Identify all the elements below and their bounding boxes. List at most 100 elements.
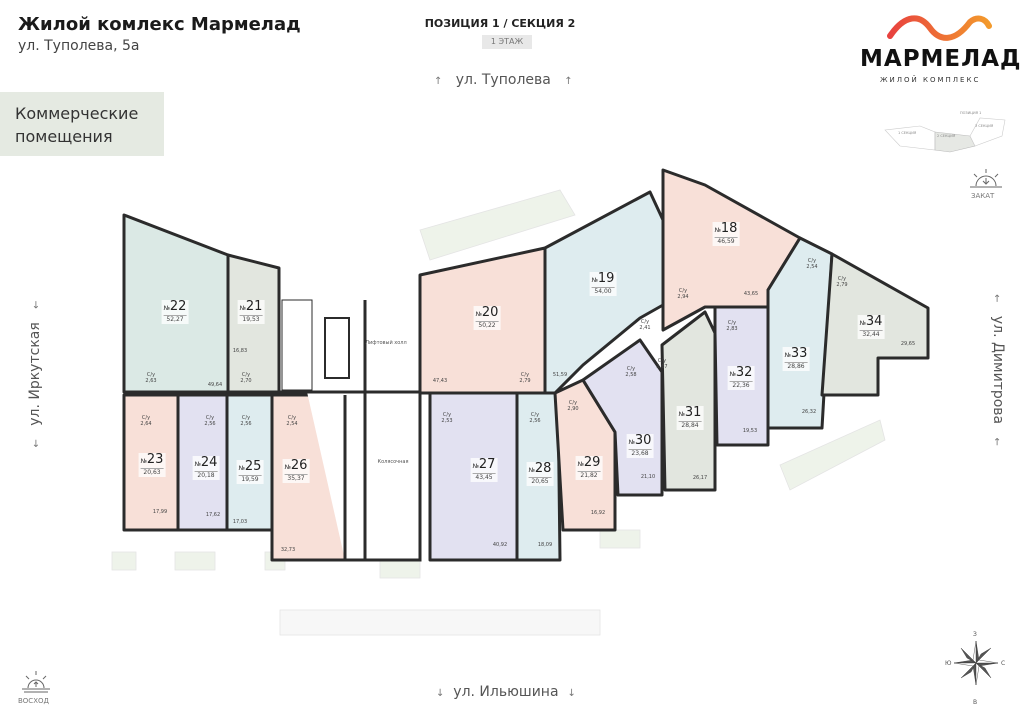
wc-area: 2,56 <box>240 421 252 427</box>
street-bottom: ↓ ул. Ильюшина ↓ <box>436 684 576 700</box>
wc-area: 2,56 <box>204 421 216 427</box>
logo-waves-icon <box>887 15 992 41</box>
unit-number: №18 <box>714 221 738 236</box>
unit-number: №23 <box>140 452 164 467</box>
compass-rose-icon <box>953 640 999 686</box>
category-badge: Коммерческие помещения <box>0 92 164 156</box>
arrow-down-icon: ↓ <box>567 688 576 699</box>
unit-18-main-area: 43,65 <box>743 291 759 297</box>
position-section-title: ПОЗИЦИЯ 1 / СЕКЦИЯ 2 <box>424 17 576 30</box>
unit-31-shape[interactable] <box>660 310 717 492</box>
unit-area: 20,65 <box>528 477 552 486</box>
unit-area: 28,84 <box>678 421 702 430</box>
unit-area: 28,86 <box>784 362 808 371</box>
sunset-icon <box>970 169 1002 188</box>
staircase <box>281 299 313 391</box>
logo-name: МАРМЕЛАД <box>860 46 1022 72</box>
unit-number: №24 <box>194 455 218 470</box>
arrow-down-icon: ↓ <box>436 688 445 699</box>
wc-area: 2,94 <box>677 294 689 300</box>
unit-number: №21 <box>239 299 263 314</box>
unit-21-main-area: 16,83 <box>232 348 248 354</box>
parking-spot <box>599 529 641 549</box>
street-top-label: ул. Туполева <box>455 72 551 88</box>
wc-label: С/у <box>146 372 156 378</box>
elevator-shaft <box>324 317 350 379</box>
unit-area: 22,36 <box>729 381 753 390</box>
unit-31-main-area: 26,17 <box>692 475 708 481</box>
compass-right: С <box>1001 660 1006 667</box>
green-zone <box>419 189 576 261</box>
unit-33-main-area: 26,32 <box>801 409 817 415</box>
wc-area: 2,54 <box>806 264 818 270</box>
compass-bottom: В <box>973 699 978 706</box>
sunset-label: ЗАКАТ <box>971 192 995 200</box>
sunrise-icon <box>22 671 50 693</box>
unit-area: 43,45 <box>472 473 496 482</box>
street-bottom-label: ул. Ильюшина <box>453 684 559 700</box>
unit-area: 52,27 <box>163 315 187 324</box>
building-core <box>277 268 422 562</box>
floor-badge[interactable]: 1 ЭТАЖ <box>482 35 532 49</box>
unit-34-main-area: 29,65 <box>900 341 916 347</box>
wc-label: С/у <box>241 372 251 378</box>
unit-20-main-area: 47,43 <box>432 378 448 384</box>
wc-label: С/у <box>442 412 452 418</box>
compass-top: З <box>973 631 977 638</box>
unit-area: 46,59 <box>714 237 738 246</box>
room-stroller: Колясочная <box>377 459 409 465</box>
complex-address: ул. Туполева, 5а <box>18 38 140 54</box>
unit-area: 23,68 <box>628 449 652 458</box>
minimap-section-3[interactable]: 3 СЕКЦИЯ <box>975 124 994 128</box>
wc-label: С/у <box>141 415 151 421</box>
category-label: Коммерческие помещения <box>15 104 139 146</box>
unit-area: 21,82 <box>577 471 601 480</box>
complex-title: Жилой комлекс Мармелад <box>18 14 301 35</box>
wc-label: С/у <box>241 415 251 421</box>
minimap-section-1[interactable]: 1 СЕКЦИЯ <box>898 131 917 135</box>
wc-area: 2,54 <box>286 421 298 427</box>
wc-label: С/у <box>205 415 215 421</box>
unit-29-shape[interactable] <box>553 378 617 532</box>
minimap-section-2[interactable]: 2 СЕКЦИЯ <box>937 134 956 138</box>
wc-label: С/у <box>626 366 636 372</box>
parking-spot <box>379 559 421 579</box>
compass-left: Ю <box>945 660 952 667</box>
unit-29-main-area: 16,92 <box>590 510 606 516</box>
unit-number: №20 <box>475 305 499 320</box>
arrow-up-icon: ↑ <box>564 76 573 87</box>
wc-area: 2,56 <box>529 418 541 424</box>
unit-30-main-area: 21,10 <box>640 474 656 480</box>
wc-area: 2,79 <box>519 378 531 384</box>
wc-area: 2,90 <box>567 406 579 412</box>
unit-number: №22 <box>163 299 187 314</box>
